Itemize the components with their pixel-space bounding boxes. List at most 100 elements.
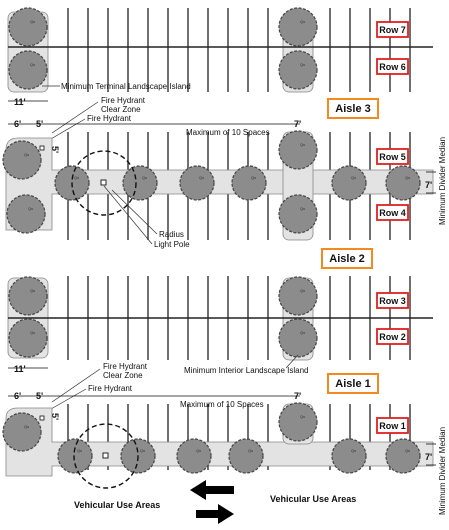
tree-mark: Qs: [405, 175, 410, 180]
hydrant-clear-zone-label-1-lower: Fire Hydrant: [103, 362, 148, 371]
tree-mark: Qs: [142, 175, 147, 180]
tree-mark: Qs: [300, 19, 305, 24]
tree-mark: Qs: [140, 448, 145, 453]
radius-label: Radius: [159, 230, 184, 239]
dimension-11-lower: 11': [14, 364, 26, 374]
row-4-box: [376, 204, 409, 221]
fire-hydrant-label-lower: Fire Hydrant: [88, 384, 133, 393]
row-7-box: [376, 21, 409, 38]
tree-mark: Qs: [77, 448, 82, 453]
arrow-right-icon: [196, 504, 234, 524]
aisle-1-label: Aisle 1: [335, 378, 370, 390]
dimension-7-median-upper: 7': [425, 180, 432, 190]
min-divider-median-label-upper: Minimum Divider Median: [438, 137, 447, 225]
arrow-left-icon: [190, 480, 234, 500]
tree-mark: Qs: [30, 288, 35, 293]
row-7-label: Row 7: [379, 25, 406, 35]
dimension-5-upper: 5': [36, 119, 43, 129]
tree-mark: Qs: [248, 448, 253, 453]
dimension-11-top: 11': [14, 97, 26, 107]
leader-line: [51, 368, 101, 403]
tree-mark: Qs: [24, 424, 29, 429]
tree-mark: Qs: [405, 448, 410, 453]
row-1-box: [376, 417, 409, 434]
tree-icon: [385, 438, 421, 474]
tree-mark: Qs: [251, 175, 256, 180]
dimension-5-depth-upper: 5': [50, 146, 60, 153]
light-pole-radius-circle: [71, 150, 137, 216]
stall-lines-lower-middle: [67, 276, 411, 360]
tree-icon: [2, 140, 42, 180]
divider-median-upper: [5, 137, 434, 231]
row-2-label: Row 2: [379, 332, 406, 342]
tree-mark: Qs: [300, 288, 305, 293]
tree-icon: [278, 7, 318, 47]
aisle-3-box: [327, 98, 379, 119]
tree-mark: Qs: [300, 142, 305, 147]
tree-icon: [176, 438, 212, 474]
light-pole-icon: [100, 179, 107, 186]
dimension-7-median-lower: 7': [425, 452, 432, 462]
tree-icon: [231, 165, 267, 201]
fire-hydrant-icon: [39, 415, 45, 421]
tree-icon: [278, 318, 318, 358]
row-3-box: [376, 292, 409, 309]
hydrant-clear-zone-label-2: Clear Zone: [101, 105, 141, 114]
tree-mark: Qs: [30, 330, 35, 335]
fire-hydrant-icon: [39, 145, 45, 151]
tree-icon: [278, 276, 318, 316]
tree-icon: [278, 50, 318, 90]
tree-icon: [6, 194, 46, 234]
hydrant-clear-zone-label-1: Fire Hydrant: [101, 96, 146, 105]
vehicular-use-label-left: Vehicular Use Areas: [74, 500, 160, 510]
tree-icon: [8, 276, 48, 316]
tree-mark: Qs: [300, 206, 305, 211]
light-pole-label: Light Pole: [154, 240, 190, 249]
tree-mark: Qs: [74, 175, 79, 180]
row-5-box: [376, 148, 409, 165]
leader-line: [103, 185, 153, 245]
tree-icon: [8, 7, 48, 47]
divider-median-lower: [5, 407, 434, 477]
tree-icon: [8, 50, 48, 90]
aisle-1-box: [327, 373, 379, 394]
tree-icon: [278, 130, 318, 170]
tree-icon: [122, 165, 158, 201]
tree-icon: [228, 438, 264, 474]
tree-mark: Qs: [300, 62, 305, 67]
tree-mark: Qs: [199, 175, 204, 180]
tree-mark: Qs: [196, 448, 201, 453]
stall-lines-top: [67, 8, 411, 92]
leader-line: [111, 189, 158, 235]
tree-icon: [8, 318, 48, 358]
tree-icon: [2, 412, 42, 452]
tree-icon: [278, 402, 318, 442]
dimension-6-upper: 6': [14, 119, 21, 129]
hydrant-clear-zone-label-2-lower: Clear Zone: [103, 371, 143, 380]
dimension-7-upper: 7': [294, 119, 301, 129]
row-1-label: Row 1: [379, 421, 406, 431]
leader-line: [51, 101, 99, 134]
tree-mark: Qs: [300, 330, 305, 335]
tree-icon: [385, 165, 421, 201]
fire-hydrant-label-upper: Fire Hydrant: [87, 114, 132, 123]
row-2-box: [376, 328, 409, 345]
dimension-5-depth-lower: 5': [50, 413, 60, 420]
min-terminal-island-label: Minimum Terminal Landscape Island: [61, 82, 191, 91]
min-interior-island-label: Minimum Interior Landscape Island: [184, 366, 309, 375]
tree-icon: [331, 165, 367, 201]
aisle-3-label: Aisle 3: [335, 103, 370, 115]
tree-mark: Qs: [351, 448, 356, 453]
aisle-2-label: Aisle 2: [329, 253, 364, 265]
tree-mark: Qs: [28, 206, 33, 211]
tree-mark: Qs: [30, 62, 35, 67]
dimension-6-lower: 6': [14, 391, 21, 401]
tree-mark: Qs: [300, 414, 305, 419]
tree-icon: [278, 194, 318, 234]
tree-icon: [331, 438, 367, 474]
